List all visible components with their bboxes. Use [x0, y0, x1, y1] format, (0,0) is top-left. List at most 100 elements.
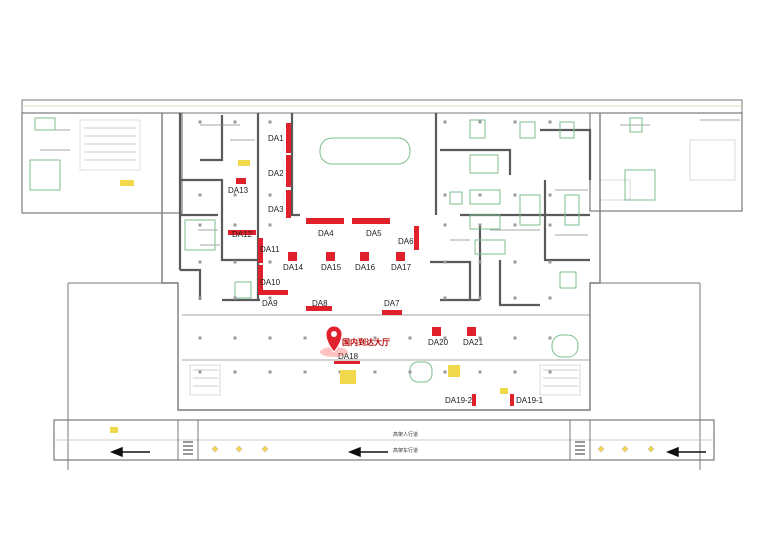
booth-label-da19-2: DA19-2 — [445, 396, 473, 405]
booth-label-da21: DA21 — [463, 338, 484, 347]
booth-label-da4: DA4 — [318, 229, 334, 238]
booth-da12 — [228, 230, 256, 235]
column-dot — [198, 370, 202, 374]
column-dot — [443, 193, 447, 197]
booth-label-da2: DA2 — [268, 169, 284, 178]
booth-label-da14: DA14 — [283, 263, 304, 272]
booth-label-da18: DA18 — [338, 352, 359, 361]
column-dot — [233, 120, 237, 124]
booth-da20 — [432, 327, 441, 336]
booth-label-da11: DA11 — [260, 245, 280, 254]
seat-grid — [84, 127, 578, 387]
booth-label-da3: DA3 — [268, 205, 284, 214]
column-dot — [268, 120, 272, 124]
booth-da11 — [258, 238, 263, 263]
fixtures — [29, 117, 656, 299]
booth-da6 — [414, 226, 419, 250]
column-dot — [268, 260, 272, 264]
column-dot — [198, 223, 202, 227]
interior-walls — [178, 113, 592, 307]
booth-label-da16: DA16 — [355, 263, 376, 272]
column-dot — [443, 336, 447, 340]
column-dot — [513, 370, 517, 374]
column-dot — [548, 193, 552, 197]
you-are-here-label: 国内到达大厅 — [342, 337, 390, 347]
column-dot — [478, 260, 482, 264]
column-dot — [198, 296, 202, 300]
column-dot — [513, 193, 517, 197]
booth-da2 — [286, 155, 291, 187]
column-dot — [268, 193, 272, 197]
column-dot — [268, 370, 272, 374]
booth-label-da12: DA12 — [232, 230, 253, 239]
column-dot — [233, 296, 237, 300]
column-dot — [513, 296, 517, 300]
column-dot — [443, 223, 447, 227]
column-dot — [233, 260, 237, 264]
column-dot — [408, 370, 412, 374]
column-dot — [268, 296, 272, 300]
thin-partitions — [40, 119, 740, 361]
booth-da14 — [288, 252, 297, 261]
road-lower-label: 高架车行道 — [393, 447, 418, 454]
column-dot — [373, 370, 377, 374]
column-dot — [548, 120, 552, 124]
booth-label-da17: DA17 — [391, 263, 412, 272]
booth-label-da10: DA10 — [260, 278, 281, 287]
column-dot — [478, 120, 482, 124]
column-dot — [548, 260, 552, 264]
column-dot — [548, 296, 552, 300]
column-dot — [198, 260, 202, 264]
booth-da21 — [467, 327, 476, 336]
column-dot — [268, 336, 272, 340]
column-dot — [408, 336, 412, 340]
column-dot — [198, 120, 202, 124]
column-dot — [478, 296, 482, 300]
booth-da17 — [396, 252, 405, 261]
building-outline — [21, 99, 743, 470]
arrow-left-icon — [109, 446, 706, 458]
column-dot — [373, 336, 377, 340]
booth-label-da6: DA6 — [398, 237, 414, 246]
column-dot — [478, 193, 482, 197]
column-dot — [268, 223, 272, 227]
column-dot — [513, 260, 517, 264]
booth-da15 — [326, 252, 335, 261]
location-pin-icon — [320, 325, 348, 357]
booth-label-da8: DA8 — [312, 299, 328, 308]
column-dot — [443, 120, 447, 124]
booth-da18 — [334, 361, 360, 364]
column-dot — [443, 370, 447, 374]
column-dot — [443, 296, 447, 300]
column-dot — [548, 336, 552, 340]
column-dot — [513, 336, 517, 340]
column-dot — [303, 336, 307, 340]
column-dot — [233, 370, 237, 374]
booth-label-da20: DA20 — [428, 338, 449, 347]
booth-label-da13: DA13 — [228, 186, 249, 195]
booth-da9 — [258, 290, 288, 295]
lane-diamonds — [211, 445, 655, 453]
booth-da3 — [286, 190, 291, 218]
booth-da8 — [306, 306, 332, 311]
booth-da16 — [360, 252, 369, 261]
elevated-roads — [53, 419, 715, 461]
booth-label-da7: DA7 — [384, 299, 400, 308]
column-dot — [548, 223, 552, 227]
booth-da1 — [286, 123, 291, 153]
booth-label-da15: DA15 — [321, 263, 342, 272]
road-upper-label: 高架人行道 — [393, 431, 418, 438]
column-dot — [548, 370, 552, 374]
column-dot — [233, 193, 237, 197]
booth-da7 — [382, 310, 402, 315]
column-dot — [513, 120, 517, 124]
column-dot — [443, 260, 447, 264]
booth-da19-1 — [510, 394, 514, 406]
seating-banks — [79, 119, 736, 396]
booth-da10 — [258, 265, 263, 290]
booth-marks — [228, 123, 514, 406]
column-grid — [198, 120, 552, 374]
booth-da13 — [236, 178, 246, 184]
